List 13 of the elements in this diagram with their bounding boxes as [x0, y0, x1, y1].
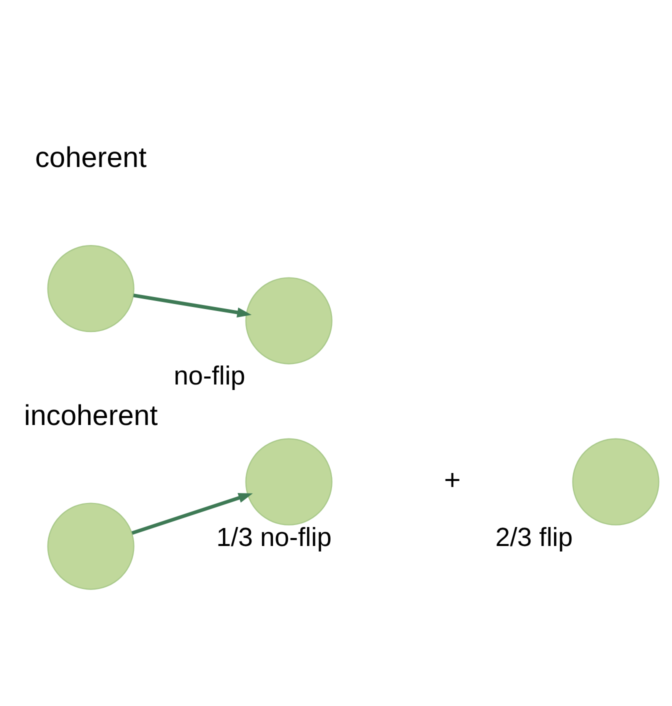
node-label: no-flip [174, 360, 246, 391]
node-circle [245, 438, 332, 526]
arrow [133, 294, 252, 318]
node-circle [245, 277, 332, 364]
node-circle [572, 438, 660, 526]
label: coherent [35, 142, 147, 174]
node-label: 2/3 flip [495, 522, 573, 552]
label: incoherent [24, 400, 158, 432]
node-circle [47, 245, 134, 332]
node-label: 1/3 no-flip [216, 522, 332, 552]
node-circle [47, 502, 134, 590]
label: + [444, 464, 461, 496]
arrow [132, 493, 253, 535]
